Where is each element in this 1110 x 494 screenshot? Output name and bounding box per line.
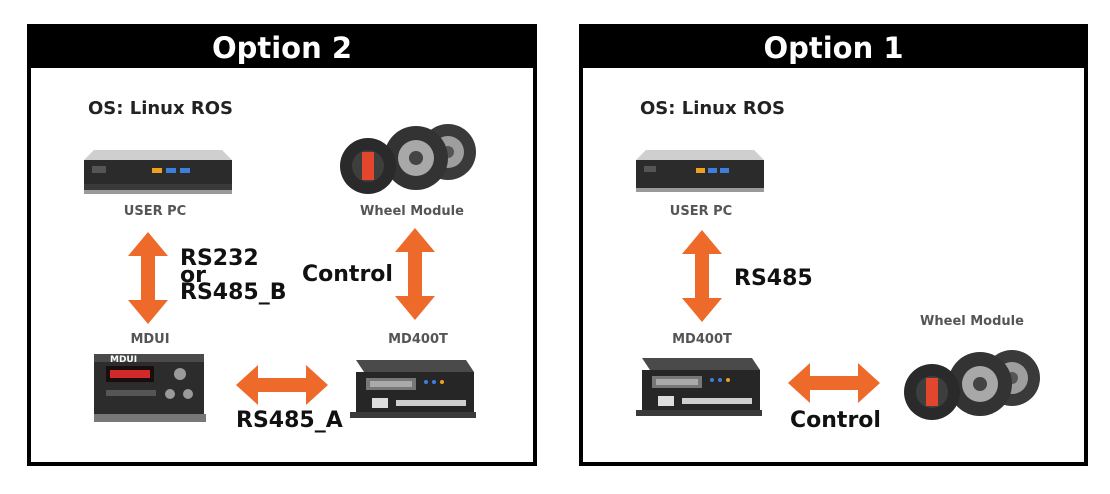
wheel-module-icon	[340, 124, 476, 194]
mdui-screen-title: MDUI	[110, 355, 137, 365]
mdui-controller-icon	[94, 354, 206, 422]
option2-mdui-label: MDUI	[130, 332, 170, 347]
option1-os-label: OS: Linux ROS	[640, 98, 786, 119]
option2-user-pc-label: USER PC	[123, 204, 187, 219]
double-arrow-icon	[236, 365, 328, 405]
wheel-module-icon	[904, 350, 1040, 420]
link-rs232: RS232	[180, 246, 259, 271]
option1-wheel-module-label: Wheel Module	[920, 314, 1024, 329]
mini-pc-icon	[84, 150, 232, 194]
option2-link-rs485-a: RS485_A	[236, 408, 343, 433]
mdui-screen-title-text: MDUI	[110, 355, 137, 365]
option2-os-label: OS: Linux ROS	[88, 98, 234, 119]
option2-wheel-module-label: Wheel Module	[360, 204, 464, 219]
double-arrow-icon	[395, 228, 435, 320]
option2-link-control: Control	[302, 262, 393, 287]
link-rs485-b: RS485_B	[180, 280, 287, 305]
double-arrow-icon	[128, 232, 168, 324]
option1-link-rs485: RS485	[734, 266, 813, 291]
motor-driver-icon	[350, 360, 476, 418]
option1-link-control: Control	[790, 408, 881, 433]
mini-pc-icon	[636, 150, 764, 192]
option1-user-pc-label: USER PC	[669, 204, 733, 219]
link-or: or	[180, 263, 206, 288]
option2-link-pc-mdui: RS232 or RS485_B	[180, 246, 287, 305]
option1-md400t-label: MD400T	[672, 332, 732, 347]
option1-title: Option 1	[583, 28, 1084, 68]
double-arrow-icon	[788, 363, 880, 403]
option2-md400t-label: MD400T	[388, 332, 448, 347]
option2-title: Option 2	[31, 28, 533, 68]
double-arrow-icon	[682, 230, 722, 322]
motor-driver-icon	[636, 358, 762, 416]
